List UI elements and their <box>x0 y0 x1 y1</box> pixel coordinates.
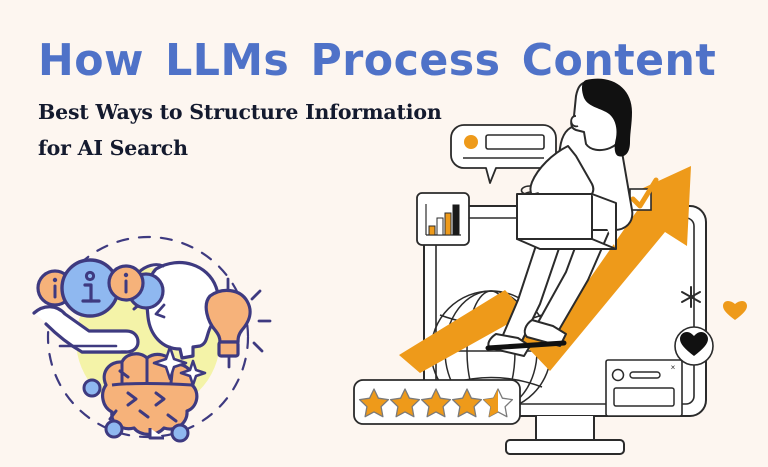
star-half <box>482 388 514 418</box>
dashed-orbit-circle <box>46 235 250 439</box>
bar-chart-card <box>416 192 470 246</box>
heart-icon <box>680 332 708 356</box>
bar-1 <box>428 225 436 236</box>
close-icon[interactable]: × <box>671 363 676 372</box>
growth-arrow <box>399 166 691 373</box>
person-with-laptop <box>485 78 634 357</box>
bubble-status-dot <box>464 135 478 149</box>
neural-node <box>104 419 124 439</box>
dialog-window[interactable]: × <box>605 359 683 417</box>
star-filled <box>389 388 421 418</box>
checkmark-box[interactable] <box>629 177 659 211</box>
neural-node <box>82 378 102 398</box>
star-rating-card <box>353 379 521 425</box>
sparkle <box>179 359 207 387</box>
bar-2 <box>436 217 444 236</box>
open-hand <box>32 305 140 354</box>
small-heart <box>723 301 747 320</box>
bar-3 <box>444 212 452 236</box>
nose <box>570 115 579 128</box>
star-filled <box>420 388 452 418</box>
star-filled <box>358 388 390 418</box>
laptop <box>516 193 617 250</box>
page-subtitle: Best Ways to Structure Information for A… <box>38 94 458 167</box>
page-title: How LLMs Process Content <box>38 35 717 86</box>
dialog-avatar-icon <box>611 368 625 382</box>
headline-block: How LLMs Process Content Best Ways to St… <box>38 35 717 167</box>
hair <box>581 78 632 157</box>
star-filled <box>451 388 483 418</box>
subtitle-line-1: Best Ways to Structure Information <box>38 99 442 124</box>
left-illustration <box>32 235 272 443</box>
asterisk-sparkle <box>681 286 701 308</box>
heart-badge <box>674 326 714 366</box>
check-icon <box>630 177 659 209</box>
bubble-field <box>485 134 545 150</box>
speech-bubble <box>450 124 557 184</box>
neural-node <box>170 423 190 443</box>
brain <box>82 345 207 443</box>
right-illustration: × <box>353 78 747 455</box>
subtitle-line-2: for AI Search <box>38 136 188 161</box>
sparkle <box>152 345 188 381</box>
dialog-title-line <box>629 371 661 379</box>
shoe-front <box>523 319 567 347</box>
info-badge-small-right <box>107 264 145 302</box>
dialog-field[interactable] <box>613 387 675 407</box>
bar-4 <box>452 204 460 236</box>
lightbulb <box>204 277 272 369</box>
